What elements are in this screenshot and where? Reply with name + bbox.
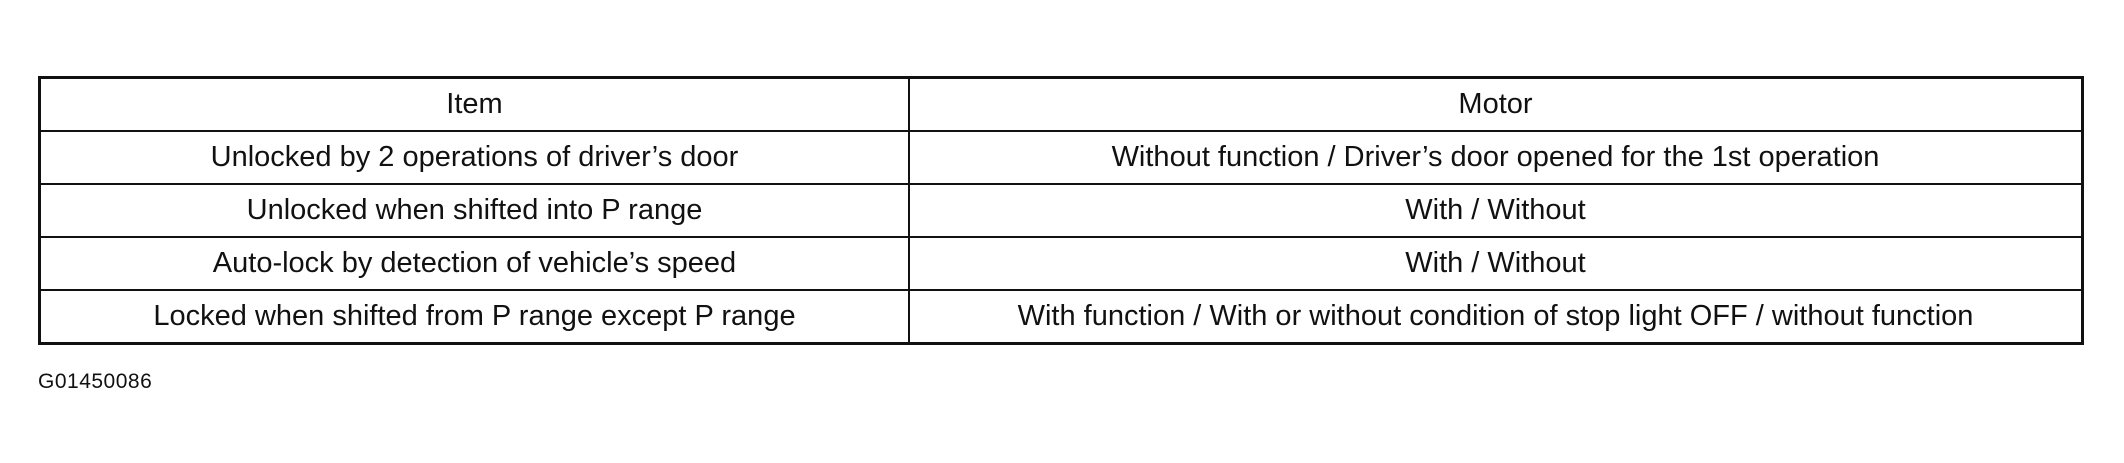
cell-item: Unlocked by 2 operations of driver’s doo… <box>38 130 910 185</box>
cell-item: Unlocked when shifted into P range <box>38 183 910 238</box>
table-row: Locked when shifted from P range except … <box>38 289 2084 345</box>
settings-table: Item Motor Unlocked by 2 operations of d… <box>38 76 2084 345</box>
settings-table-container: Item Motor Unlocked by 2 operations of d… <box>38 76 2084 345</box>
header-item: Item <box>38 76 910 132</box>
cell-motor: With / Without <box>908 236 2084 291</box>
table-header-row: Item Motor <box>38 76 2084 132</box>
figure-id: G01450086 <box>38 370 153 393</box>
cell-motor: With function / With or without conditio… <box>908 289 2084 345</box>
table-row: Unlocked by 2 operations of driver’s doo… <box>38 130 2084 185</box>
cell-item: Auto-lock by detection of vehicle’s spee… <box>38 236 910 291</box>
header-motor: Motor <box>908 76 2084 132</box>
cell-item: Locked when shifted from P range except … <box>38 289 910 345</box>
table-row: Unlocked when shifted into P range With … <box>38 183 2084 238</box>
cell-motor: Without function / Driver’s door opened … <box>908 130 2084 185</box>
table-row: Auto-lock by detection of vehicle’s spee… <box>38 236 2084 291</box>
cell-motor: With / Without <box>908 183 2084 238</box>
